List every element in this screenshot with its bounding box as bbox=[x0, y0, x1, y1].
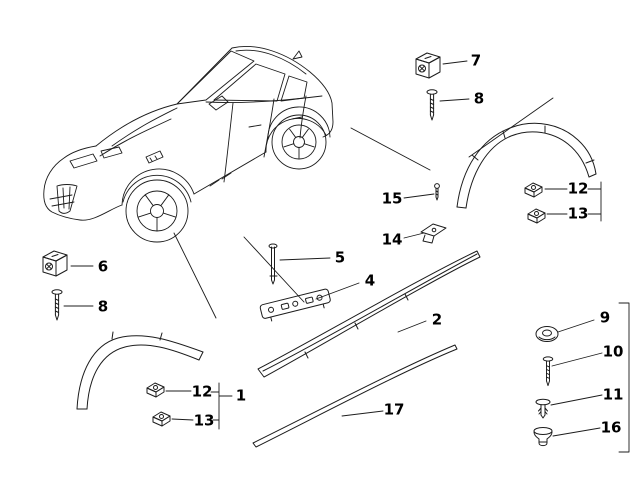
callout-12-right[interactable]: 12 bbox=[567, 179, 589, 198]
callout-13-left[interactable]: 13 bbox=[193, 411, 215, 430]
callout-16[interactable]: 16 bbox=[600, 418, 622, 437]
square-clip-left bbox=[42, 250, 68, 277]
grommet bbox=[535, 326, 559, 342]
callout-11[interactable]: 11 bbox=[602, 385, 624, 404]
nut-right-lower bbox=[527, 208, 546, 224]
callout-2[interactable]: 2 bbox=[431, 310, 443, 329]
small-screw bbox=[434, 183, 440, 201]
door-sill-strip bbox=[252, 344, 458, 448]
callout-12-left[interactable]: 12 bbox=[191, 382, 213, 401]
callout-4[interactable]: 4 bbox=[364, 271, 376, 290]
callout-15[interactable]: 15 bbox=[381, 189, 403, 208]
nut-left-lower bbox=[152, 411, 171, 427]
callout-1[interactable]: 1 bbox=[235, 386, 247, 405]
callout-8-left[interactable]: 8 bbox=[97, 297, 109, 316]
fender-arch-molding-left bbox=[76, 331, 204, 410]
callout-13-right[interactable]: 13 bbox=[567, 204, 589, 223]
screw-left bbox=[51, 289, 63, 321]
callout-10[interactable]: 10 bbox=[602, 342, 624, 361]
callout-14[interactable]: 14 bbox=[381, 230, 403, 249]
rivet-pin bbox=[268, 243, 278, 285]
nut-left-upper bbox=[146, 382, 165, 398]
expansion-clip bbox=[535, 398, 551, 419]
blanking-plug bbox=[533, 427, 553, 447]
leader-lines bbox=[63, 60, 603, 437]
square-clip-right bbox=[415, 52, 441, 79]
callout-5[interactable]: 5 bbox=[334, 248, 346, 267]
fender-arch-molding-right bbox=[456, 122, 597, 209]
screw-right bbox=[426, 89, 438, 121]
car-illustration bbox=[43, 46, 334, 243]
retaining-bracket bbox=[420, 223, 447, 244]
callout-9[interactable]: 9 bbox=[599, 308, 611, 327]
grouping-bracket-lines bbox=[210, 181, 630, 453]
self-tapping-screw bbox=[542, 356, 554, 387]
callout-17[interactable]: 17 bbox=[383, 400, 405, 419]
nut-right-upper bbox=[524, 182, 543, 198]
callout-8-right[interactable]: 8 bbox=[473, 89, 485, 108]
side-skirt-molding bbox=[257, 250, 481, 378]
callout-6[interactable]: 6 bbox=[97, 257, 109, 276]
callout-7[interactable]: 7 bbox=[470, 51, 482, 70]
